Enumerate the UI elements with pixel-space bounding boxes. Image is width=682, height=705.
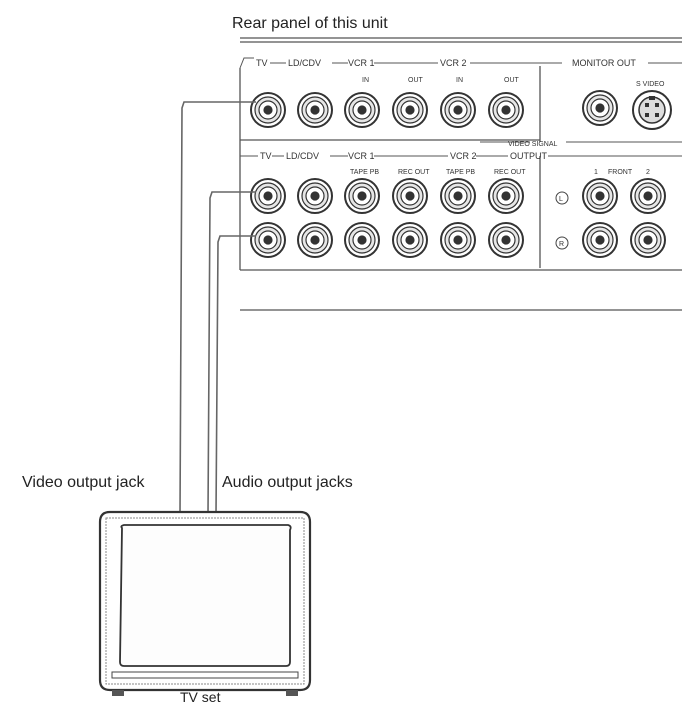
tv-screen	[119, 524, 292, 667]
label-vcr1-out: OUT	[408, 77, 424, 84]
section-vcr1: VCR 1	[348, 58, 375, 68]
video-jack-5	[440, 92, 476, 128]
label-output-1: 1	[594, 169, 598, 176]
audio-jack-l-4	[392, 178, 428, 214]
video-output-jack-label: Video output jack	[22, 474, 145, 491]
audio-jack-l-5	[440, 178, 476, 214]
section-tv: TV	[256, 58, 268, 68]
audio-jack-l-1	[250, 178, 286, 214]
label-rec-out-1: REC OUT	[398, 169, 430, 176]
audio-jack-r-5	[440, 222, 476, 258]
front-out-2-r-jack	[630, 222, 666, 258]
audio-cable-l	[207, 191, 256, 516]
audio-jack-r-6	[488, 222, 524, 258]
label-vcr2-in: IN	[456, 77, 463, 84]
audio-cable-r	[215, 235, 256, 516]
audio-jack-l-6	[488, 178, 524, 214]
front-out-1-l-jack	[582, 178, 618, 214]
label-right: R	[559, 241, 564, 248]
label-tape-pb-2: TAPE PB	[446, 169, 475, 176]
front-out-2-l-jack	[630, 178, 666, 214]
label-tape-pb-1: TAPE PB	[350, 169, 379, 176]
monitor-out-video-jack	[582, 90, 618, 126]
audio-jack-r-4	[392, 222, 428, 258]
audio-jack-r-1	[250, 222, 286, 258]
label-vcr2-out: OUT	[504, 77, 520, 84]
audio-jack-l-3	[344, 178, 380, 214]
front-out-1-r-jack	[582, 222, 618, 258]
video-jack-1	[250, 92, 286, 128]
audio-section-vcr2: VCR 2	[450, 151, 477, 161]
audio-jack-r-3	[344, 222, 380, 258]
video-jack-3	[344, 92, 380, 128]
video-jack-2	[297, 92, 333, 128]
label-output-front: FRONT	[608, 169, 633, 176]
right-channel-mark	[555, 236, 569, 250]
tv-set	[98, 510, 312, 696]
audio-output-jacks-label: Audio output jacks	[222, 474, 353, 491]
section-ld-cdv: LD/CDV	[288, 58, 321, 68]
audio-section-output: OUTPUT	[510, 151, 548, 161]
label-left: L	[559, 196, 563, 203]
jacks-group	[250, 90, 666, 258]
audio-section-tv: TV	[260, 151, 272, 161]
audio-section-vcr1: VCR 1	[348, 151, 375, 161]
label-vcr1-in: IN	[362, 77, 369, 84]
audio-jack-l-2	[297, 178, 333, 214]
label-output-2: 2	[646, 169, 650, 176]
left-channel-mark	[555, 191, 569, 205]
video-cable	[179, 101, 256, 516]
label-video-signal: VIDEO SIGNAL	[508, 141, 558, 148]
section-vcr2: VCR 2	[440, 58, 467, 68]
s-video-jack	[632, 90, 672, 130]
video-jack-4	[392, 92, 428, 128]
video-jack-6	[488, 92, 524, 128]
label-rec-out-2: REC OUT	[494, 169, 526, 176]
diagram-title: Rear panel of this unit	[232, 15, 388, 32]
tv-set-label: TV set	[180, 689, 221, 705]
audio-section-ld-cdv: LD/CDV	[286, 151, 319, 161]
audio-jack-r-2	[297, 222, 333, 258]
cables	[179, 101, 256, 516]
section-monitor-out: MONITOR OUT	[572, 58, 636, 68]
label-s-video: S VIDEO	[636, 81, 665, 88]
